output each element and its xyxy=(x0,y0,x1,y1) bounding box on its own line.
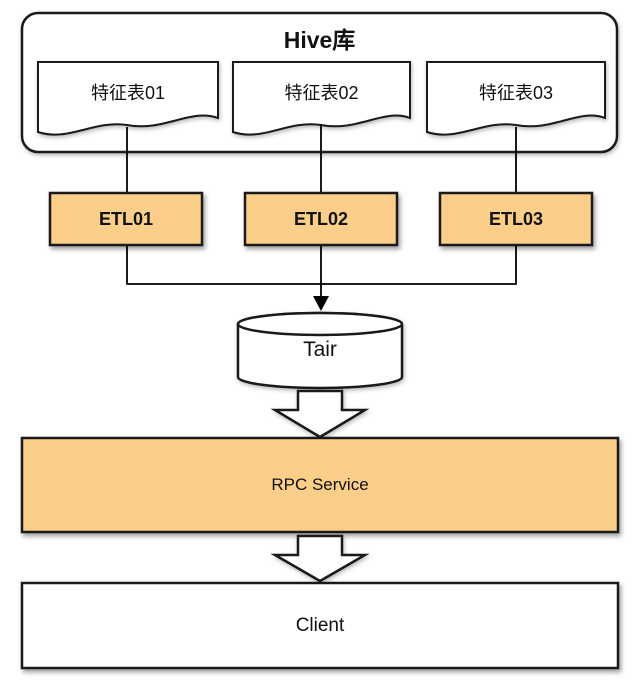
document-shape-feature-table-03 xyxy=(426,61,606,136)
tair-cylinder-top xyxy=(236,311,404,337)
block-arrow-rpc-to-client xyxy=(270,534,370,583)
etl-box-3 xyxy=(438,191,594,247)
client-box xyxy=(20,581,620,670)
rpc-service-box xyxy=(20,436,620,534)
etl-box-1 xyxy=(48,191,204,247)
document-shape-feature-table-01 xyxy=(37,61,219,136)
etl-box-2 xyxy=(243,191,399,247)
block-arrow-tair-to-rpc xyxy=(270,389,370,439)
arrowhead-to-tair xyxy=(313,296,329,311)
